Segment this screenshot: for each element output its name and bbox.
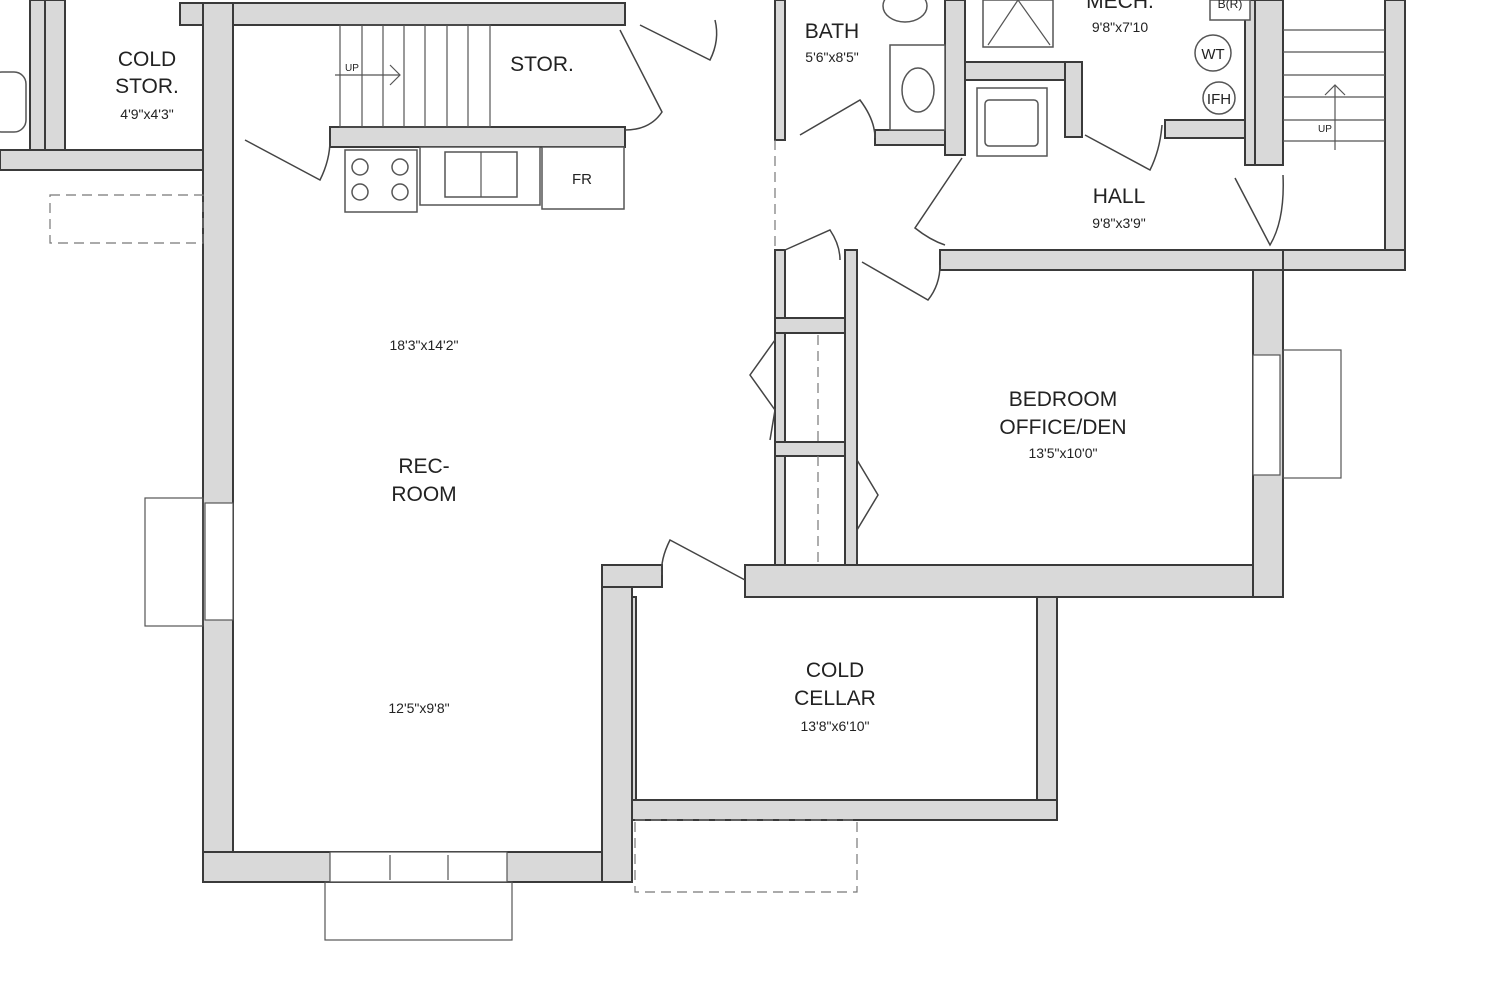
fridge-label: FR	[572, 171, 592, 188]
cold-storage-name-2: STOR.	[115, 75, 179, 98]
stair-up-label-right: UP	[1318, 124, 1332, 135]
storage-name: STOR.	[510, 53, 574, 76]
stove-icon	[344, 149, 418, 213]
mech-name: MECH.	[1086, 0, 1154, 13]
cold-cellar-name-2: CELLAR	[794, 687, 876, 710]
hall-name: HALL	[1093, 185, 1146, 208]
bath-name: BATH	[805, 20, 859, 43]
stairs-right: UP	[1283, 29, 1385, 150]
rec-room-name: REC-	[398, 455, 449, 478]
cold-storage-tub-icon	[0, 71, 27, 133]
washer-icon	[976, 87, 1048, 157]
cold-cellar-size: 13'8"x6'10"	[800, 718, 869, 734]
hall-size: 9'8"x3'9"	[1092, 215, 1145, 231]
doors	[244, 19, 1284, 581]
room-labels: COLD STOR. 4'9"x4'3" STOR. BATH 5'6"x8'5…	[115, 0, 1154, 734]
water-tank-label: WT	[1201, 46, 1224, 63]
stair-up-label: UP	[345, 63, 359, 74]
bedroom-name-2: OFFICE/DEN	[999, 416, 1126, 439]
cold-storage-name: COLD	[118, 48, 176, 71]
bath-size: 5'6"x8'5"	[805, 49, 858, 65]
rec-room-size-upper: 18'3"x14'2"	[389, 337, 458, 353]
shower-icon	[982, 0, 1054, 48]
walls	[0, 0, 1406, 883]
kitchen-sink-icon	[419, 146, 541, 206]
cold-storage-size: 4'9"x4'3"	[120, 106, 173, 122]
bath-sink-icon	[889, 44, 946, 131]
furnace: IFH	[1202, 81, 1236, 115]
stairs-left: UP	[335, 24, 491, 128]
rec-room-name-2: ROOM	[391, 483, 456, 506]
mech-size: 9'8"x7'10	[1092, 19, 1148, 35]
fixtures: FR B(R) WT IFH	[0, 0, 1251, 213]
water-tank: WT	[1194, 34, 1232, 72]
bedroom-size: 13'5"x10'0"	[1028, 445, 1097, 461]
fridge: FR	[541, 146, 625, 210]
windows	[49, 194, 1342, 941]
boiler: B(R)	[1209, 0, 1251, 21]
bedroom-name: BEDROOM	[1009, 388, 1118, 411]
toilet-icon	[882, 0, 928, 23]
rec-room-size-lower: 12'5"x9'8"	[388, 700, 449, 716]
cold-cellar-name: COLD	[806, 659, 864, 682]
boiler-label: B(R)	[1218, 0, 1243, 11]
furnace-label: IFH	[1207, 91, 1231, 108]
